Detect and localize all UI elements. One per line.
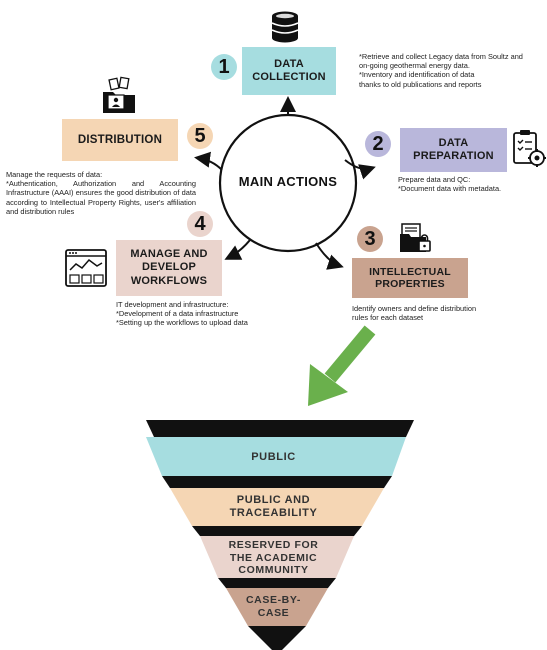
step-box-data-preparation: DATA PREPARATION [400,128,507,172]
arrow-to-preparation [344,159,376,180]
funnel-tip [248,626,306,650]
funnel-label-line: COMMUNITY [238,564,309,576]
step-number-5: 5 [187,123,213,149]
funnel-tier-public-traceability [170,488,384,526]
database-icon [271,11,299,43]
note-line: *Development of a data infrastructure [116,309,239,319]
funnel-black-band [192,526,362,536]
step-notes-data-preparation: Prepare data and QC: *Document data with… [398,175,501,193]
green-arrow-icon [308,325,376,406]
step-notes-data-collection: *Retrieve and collect Legacy data from S… [359,52,523,89]
step-number-2: 2 [365,131,391,157]
step-title-line: DATA [274,58,304,70]
note-line: *Retrieve and collect Legacy data from S… [359,52,523,61]
step-title-line: DEVELOP [142,261,196,274]
funnel-tier-academic [200,536,354,578]
funnel-black-band [162,476,392,488]
note-line: *Setting up the workflows to upload data [116,318,248,328]
step-box-intellectual-properties: INTELLECTUAL PROPERTIES [352,258,468,298]
funnel-label-line: PUBLIC AND [236,494,311,506]
note-line: Identify owners and define distribution [352,304,477,313]
funnel-label-academic: RESERVED FOR THE ACADEMIC COMMUNITY [0,539,547,577]
funnel-label-line: CASE-BY- [246,594,301,606]
note-line: IT development and infrastructure: [116,300,229,309]
step-title-line: DATA [438,137,469,149]
step-title-line: PROPERTIES [375,278,445,290]
funnel-label-public-traceability: PUBLIC AND TRACEABILITY [0,494,547,520]
arrow-to-properties [315,242,344,270]
note-line: Prepare data and QC: [398,175,471,184]
step-title-line: INTELLECTUAL [369,265,451,278]
funnel-label-line: RESERVED FOR [228,539,319,551]
step-title-line: WORKFLOWS [130,274,208,287]
step-box-distribution: DISTRIBUTION [62,119,178,161]
folder-lock-icon [400,223,431,252]
step-title-line: DISTRIBUTION [77,134,163,146]
funnel-tier-public [146,437,406,476]
step-box-data-collection: DATA COLLECTION [242,47,336,95]
access-level-funnel [146,420,414,650]
note-line: Manage the requests of data: [6,170,103,179]
step-notes-distribution: Manage the requests of data: *Authentica… [6,170,196,216]
folder-documents-icon [103,76,135,113]
note-line: *Inventory and identification of data [359,70,475,80]
note-line: thanks to old publications and reports [359,79,482,89]
dashboard-monitor-icon [65,249,107,287]
funnel-tier-case-by-case [226,588,328,626]
step-title-line: MANAGE AND [130,247,208,260]
funnel-label-line: THE ACADEMIC [229,551,318,564]
step-number-1: 1 [211,54,237,80]
checklist-gear-icon [513,130,546,167]
arrow-to-distribution [194,151,223,171]
step-number-4: 4 [187,211,213,237]
main-actions-label: MAIN ACTIONS [238,174,338,189]
note-line: rules for each dataset [352,313,424,323]
funnel-label-public: PUBLIC [0,451,547,463]
funnel-label-case-by-case: CASE-BY- CASE [0,594,547,620]
step-title-line: COLLECTION [252,71,326,83]
funnel-label-line: PUBLIC [251,451,296,463]
funnel-label-line: TRACEABILITY [229,507,318,519]
step-notes-intellectual-properties: Identify owners and define distribution … [352,304,476,322]
step-title-line: PREPARATION [413,150,494,162]
note-line: *Document data with metadata. [398,184,502,194]
arrow-to-workflows [224,239,251,260]
main-actions-cycle [194,96,376,270]
funnel-black-band [218,578,336,588]
note-line: *Authentication, Authorization and Accou… [6,179,196,216]
funnel-black-band [146,420,414,437]
note-line: on-going geothermal energy data. [359,61,470,71]
step-box-manage-workflows: MANAGE AND DEVELOP WORKFLOWS [116,240,222,296]
funnel-label-line: CASE [257,607,290,619]
step-number-3: 3 [357,226,383,252]
step-notes-manage-workflows: IT development and infrastructure: *Deve… [116,300,248,328]
